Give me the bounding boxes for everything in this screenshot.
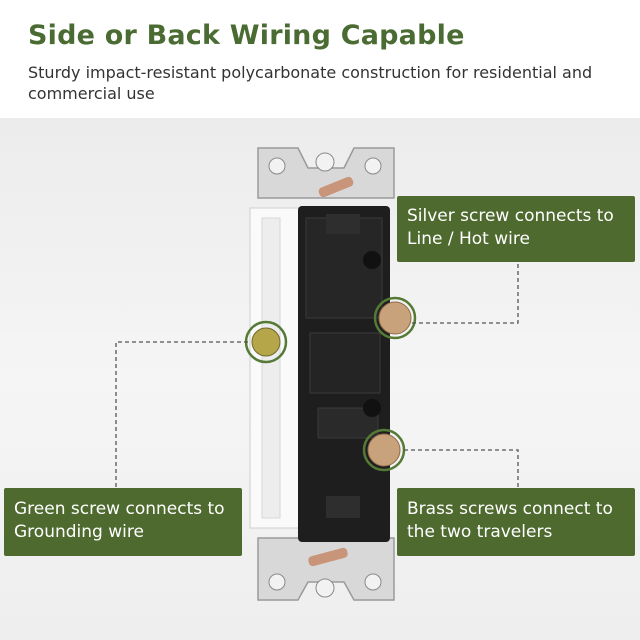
mounting-strap-bottom <box>257 537 395 601</box>
callout-silver-line1: Silver screw connects to <box>407 206 614 226</box>
callout-brass-screws: Brass screws connect to the two traveler… <box>397 488 635 556</box>
brass-screw <box>362 428 406 472</box>
switch-black-body <box>298 206 390 542</box>
page-subtitle: Sturdy impact-resistant polycarbonate co… <box>28 63 593 103</box>
switch-illustration <box>115 147 519 601</box>
callout-green-screw: Green screw connects to Grounding wire <box>4 488 242 556</box>
callout-green-line2: Grounding wire <box>14 522 144 542</box>
callout-brass-line2: the two travelers <box>407 522 553 542</box>
callout-green-line1: Green screw connects to <box>14 499 225 519</box>
callout-brass-line1: Brass screws connect to <box>407 499 613 519</box>
page-title: Side or Back Wiring Capable <box>28 20 465 51</box>
leader-lines <box>115 262 519 488</box>
green-screw <box>244 320 288 364</box>
mounting-strap-top <box>257 147 395 199</box>
callout-silver-screw: Silver screw connects to Line / Hot wire <box>397 196 635 262</box>
callout-silver-line2: Line / Hot wire <box>407 229 530 249</box>
mounting-screw-top <box>318 176 354 198</box>
mounting-screw-bottom <box>308 547 348 567</box>
silver-screw <box>373 296 417 340</box>
